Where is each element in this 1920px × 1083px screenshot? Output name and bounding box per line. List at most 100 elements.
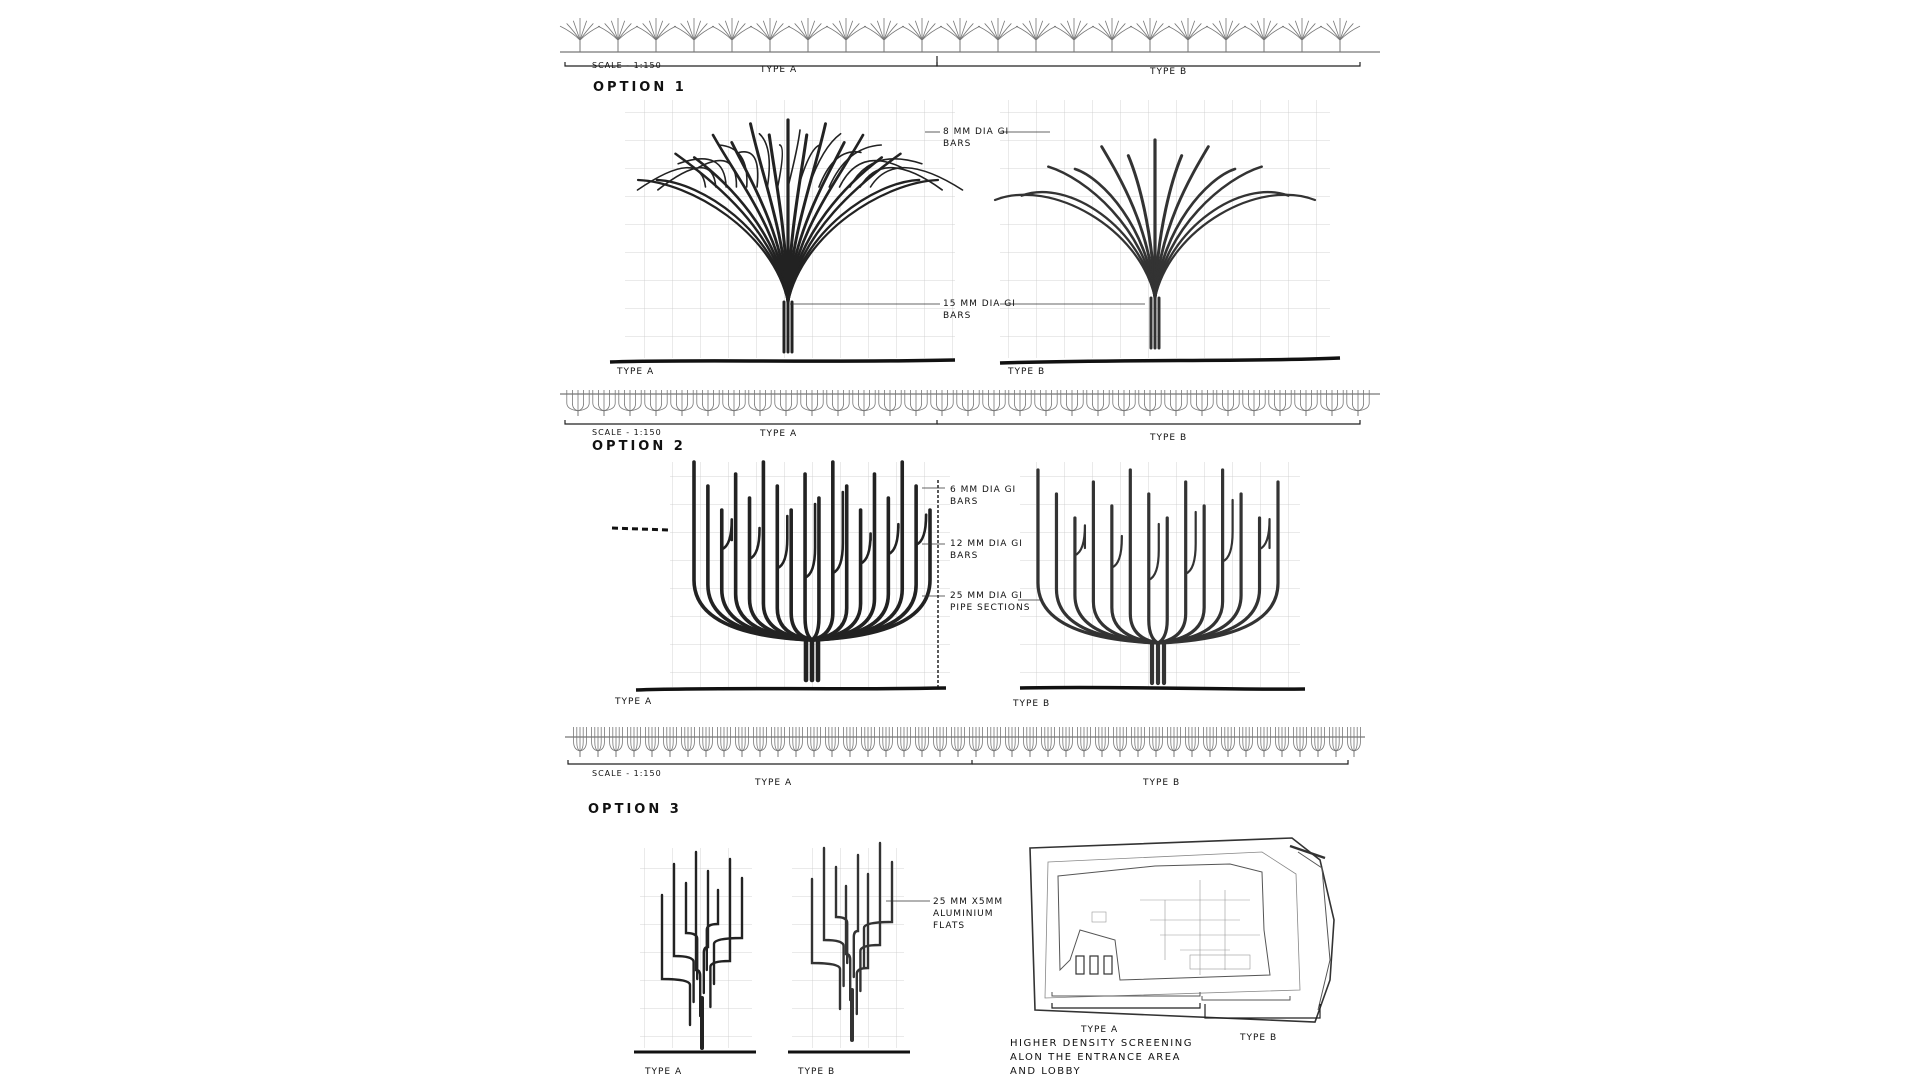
strip-tree	[1317, 727, 1325, 752]
strip-tree	[648, 20, 657, 41]
strip-tree	[1209, 727, 1214, 752]
strip-tree	[705, 727, 710, 752]
strip-tree	[870, 23, 885, 41]
strip-tree	[975, 727, 980, 752]
strip-tree	[1022, 23, 1037, 41]
strip-tree	[914, 20, 923, 41]
strip-tree	[1092, 390, 1099, 412]
strip-tree	[1253, 390, 1266, 412]
strip-tree	[831, 727, 839, 752]
strip-tree	[731, 25, 753, 41]
strip-tree	[731, 20, 740, 41]
strip-tree	[1187, 23, 1202, 41]
strip-tree	[915, 390, 928, 412]
strip-tree	[1065, 727, 1073, 752]
strip-tree	[733, 390, 746, 412]
strip-tree	[1101, 727, 1109, 752]
strip-tree	[910, 390, 917, 412]
strip-tree	[718, 23, 733, 41]
strip-tree	[1047, 727, 1055, 752]
strip-tree	[1250, 23, 1265, 41]
strip-tree	[1083, 727, 1091, 752]
strip-tree	[1080, 727, 1085, 752]
branch-stroke	[720, 518, 734, 551]
strip-tree	[988, 390, 995, 412]
strip-tree	[1180, 20, 1189, 41]
strip-tree	[1116, 727, 1121, 752]
strip-tree	[603, 390, 610, 412]
strip-tree	[598, 390, 605, 412]
strip-tree	[769, 23, 784, 41]
branch-stroke	[859, 166, 943, 191]
strip-tree	[1155, 727, 1163, 752]
strip-tree	[1209, 727, 1217, 752]
strip-tree	[1098, 23, 1113, 41]
strip-tree	[724, 20, 733, 41]
strip-tree	[936, 390, 943, 412]
strip-tree	[738, 727, 743, 752]
strip-tree	[592, 390, 605, 412]
strip-tree	[579, 20, 588, 41]
strip-tree	[939, 25, 961, 41]
strip-tree	[1294, 390, 1307, 412]
strip-tree	[993, 390, 1000, 412]
strip-tree	[1149, 20, 1158, 41]
branch-stroke	[844, 884, 852, 1002]
strip-tree	[624, 390, 631, 412]
strip-tree	[1173, 727, 1178, 752]
option3-type-b-panel	[788, 841, 910, 1054]
strip-tree	[741, 727, 749, 752]
strip-tree	[1118, 390, 1125, 412]
strip-tree	[883, 20, 892, 41]
strip-tree	[1279, 390, 1286, 412]
strip-tree	[707, 390, 720, 412]
option1-leaders	[790, 131, 1145, 305]
strip-tree	[1242, 390, 1255, 412]
branch-stroke	[787, 129, 801, 188]
strip-tree	[1305, 390, 1312, 412]
strip-tree	[1129, 25, 1151, 41]
option1-type-b-label: TYPE B	[1008, 367, 1046, 377]
strip-tree	[915, 390, 922, 412]
strip-tree	[681, 390, 688, 412]
strip-tree	[1034, 390, 1047, 412]
strip-tree	[941, 390, 948, 412]
strip-tree	[1352, 390, 1359, 412]
strip-tree	[1008, 390, 1021, 412]
strip-tree	[1175, 390, 1188, 412]
strip-tree	[1066, 390, 1073, 412]
strip-tree	[957, 727, 962, 752]
strip-tree	[604, 23, 619, 41]
strip-tree	[967, 390, 980, 412]
branch-stroke	[862, 860, 894, 970]
strip-tree	[1253, 390, 1260, 412]
strip-tree	[1191, 727, 1196, 752]
strip-tree	[1314, 727, 1319, 752]
strip-tree	[1301, 25, 1323, 41]
strip-tree	[1187, 20, 1196, 41]
strip-tree	[975, 727, 983, 752]
strip-tree	[687, 727, 692, 752]
strip-tree	[676, 390, 683, 412]
strip-tree	[572, 20, 581, 41]
strip-tree	[1053, 25, 1075, 41]
strip-tree	[1332, 727, 1337, 752]
strip-tree	[903, 727, 908, 752]
branch-stroke	[738, 150, 759, 188]
branch-stroke	[914, 513, 928, 547]
strip-tree	[1353, 727, 1361, 752]
strip-tree	[705, 727, 713, 752]
strip-tree	[984, 23, 999, 41]
strip-tree	[813, 727, 821, 752]
strip-tree	[795, 727, 800, 752]
strip-tree	[785, 390, 798, 412]
branch-stroke	[1110, 534, 1123, 569]
strip-tree	[1137, 727, 1142, 752]
strip-tree	[807, 23, 822, 41]
strip-tree	[957, 727, 965, 752]
strip-tree	[629, 390, 642, 412]
strip-tree	[1225, 20, 1234, 41]
